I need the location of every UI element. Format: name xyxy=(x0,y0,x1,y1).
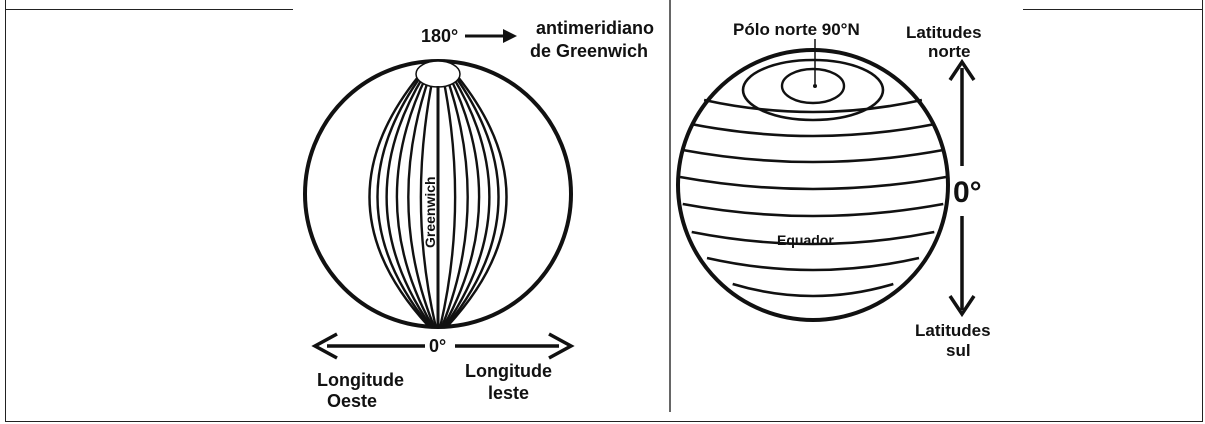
east-label-line2: leste xyxy=(488,383,529,403)
label-180: 180° xyxy=(421,26,458,46)
north-pole-dot xyxy=(813,84,817,88)
west-label-line2: Oeste xyxy=(327,391,377,411)
greenwich-label: Greenwich xyxy=(422,176,438,248)
label-0-latitude: 0° xyxy=(953,176,982,209)
north-pole-label: Pólo norte 90°N xyxy=(733,20,860,39)
north-pole-cap xyxy=(416,61,460,87)
north-label-line1: Latitudes xyxy=(906,23,982,42)
antimeridian-label-line1: antimeridiano xyxy=(536,18,654,38)
south-label-line1: Latitudes xyxy=(915,321,991,340)
equator-label: Equador xyxy=(777,232,834,248)
south-label-line2: sul xyxy=(946,341,971,360)
antimeridian-label-line2: de Greenwich xyxy=(530,41,648,61)
label-0-longitude: 0° xyxy=(429,336,446,356)
longitude-globe: Greenwich xyxy=(305,61,571,327)
north-label-line2: norte xyxy=(928,42,971,61)
globe-coordinates-figure: Greenwich 180° antimeridiano de Greenwic… xyxy=(293,0,1023,412)
west-label-line1: Longitude xyxy=(317,370,404,390)
east-label-line1: Longitude xyxy=(465,361,552,381)
